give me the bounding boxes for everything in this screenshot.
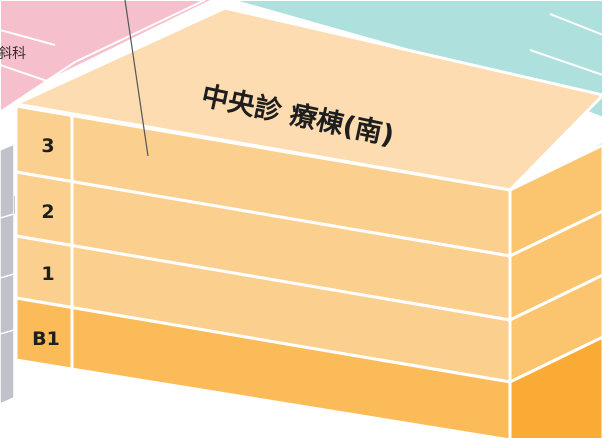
pink-building-label: 斜科	[0, 46, 26, 62]
floor-1-side	[508, 273, 603, 385]
callout-leader-line	[124, 0, 149, 157]
gray-building-divider	[0, 213, 15, 219]
pink-building-divider	[0, 29, 56, 46]
floor-label-2[interactable]: 2	[41, 201, 54, 223]
floor-3-side	[508, 143, 603, 259]
teal-building-divider-2	[529, 49, 603, 76]
gray-building-divider-2	[0, 273, 15, 279]
teal-building-divider	[549, 13, 603, 36]
gray-building	[0, 142, 15, 405]
gray-building-divider-3	[0, 329, 15, 335]
floor-label-1[interactable]: 1	[41, 263, 54, 285]
floor-label-3[interactable]: 3	[41, 135, 54, 157]
pink-building-divider-2	[0, 64, 51, 83]
floor-b1-side	[508, 335, 603, 438]
pink-building-face	[0, 0, 206, 114]
floor-b1-front	[14, 296, 512, 438]
building-side-face	[508, 143, 603, 438]
floor-2-side	[508, 209, 603, 323]
floor-label-b1[interactable]: B1	[32, 328, 60, 350]
